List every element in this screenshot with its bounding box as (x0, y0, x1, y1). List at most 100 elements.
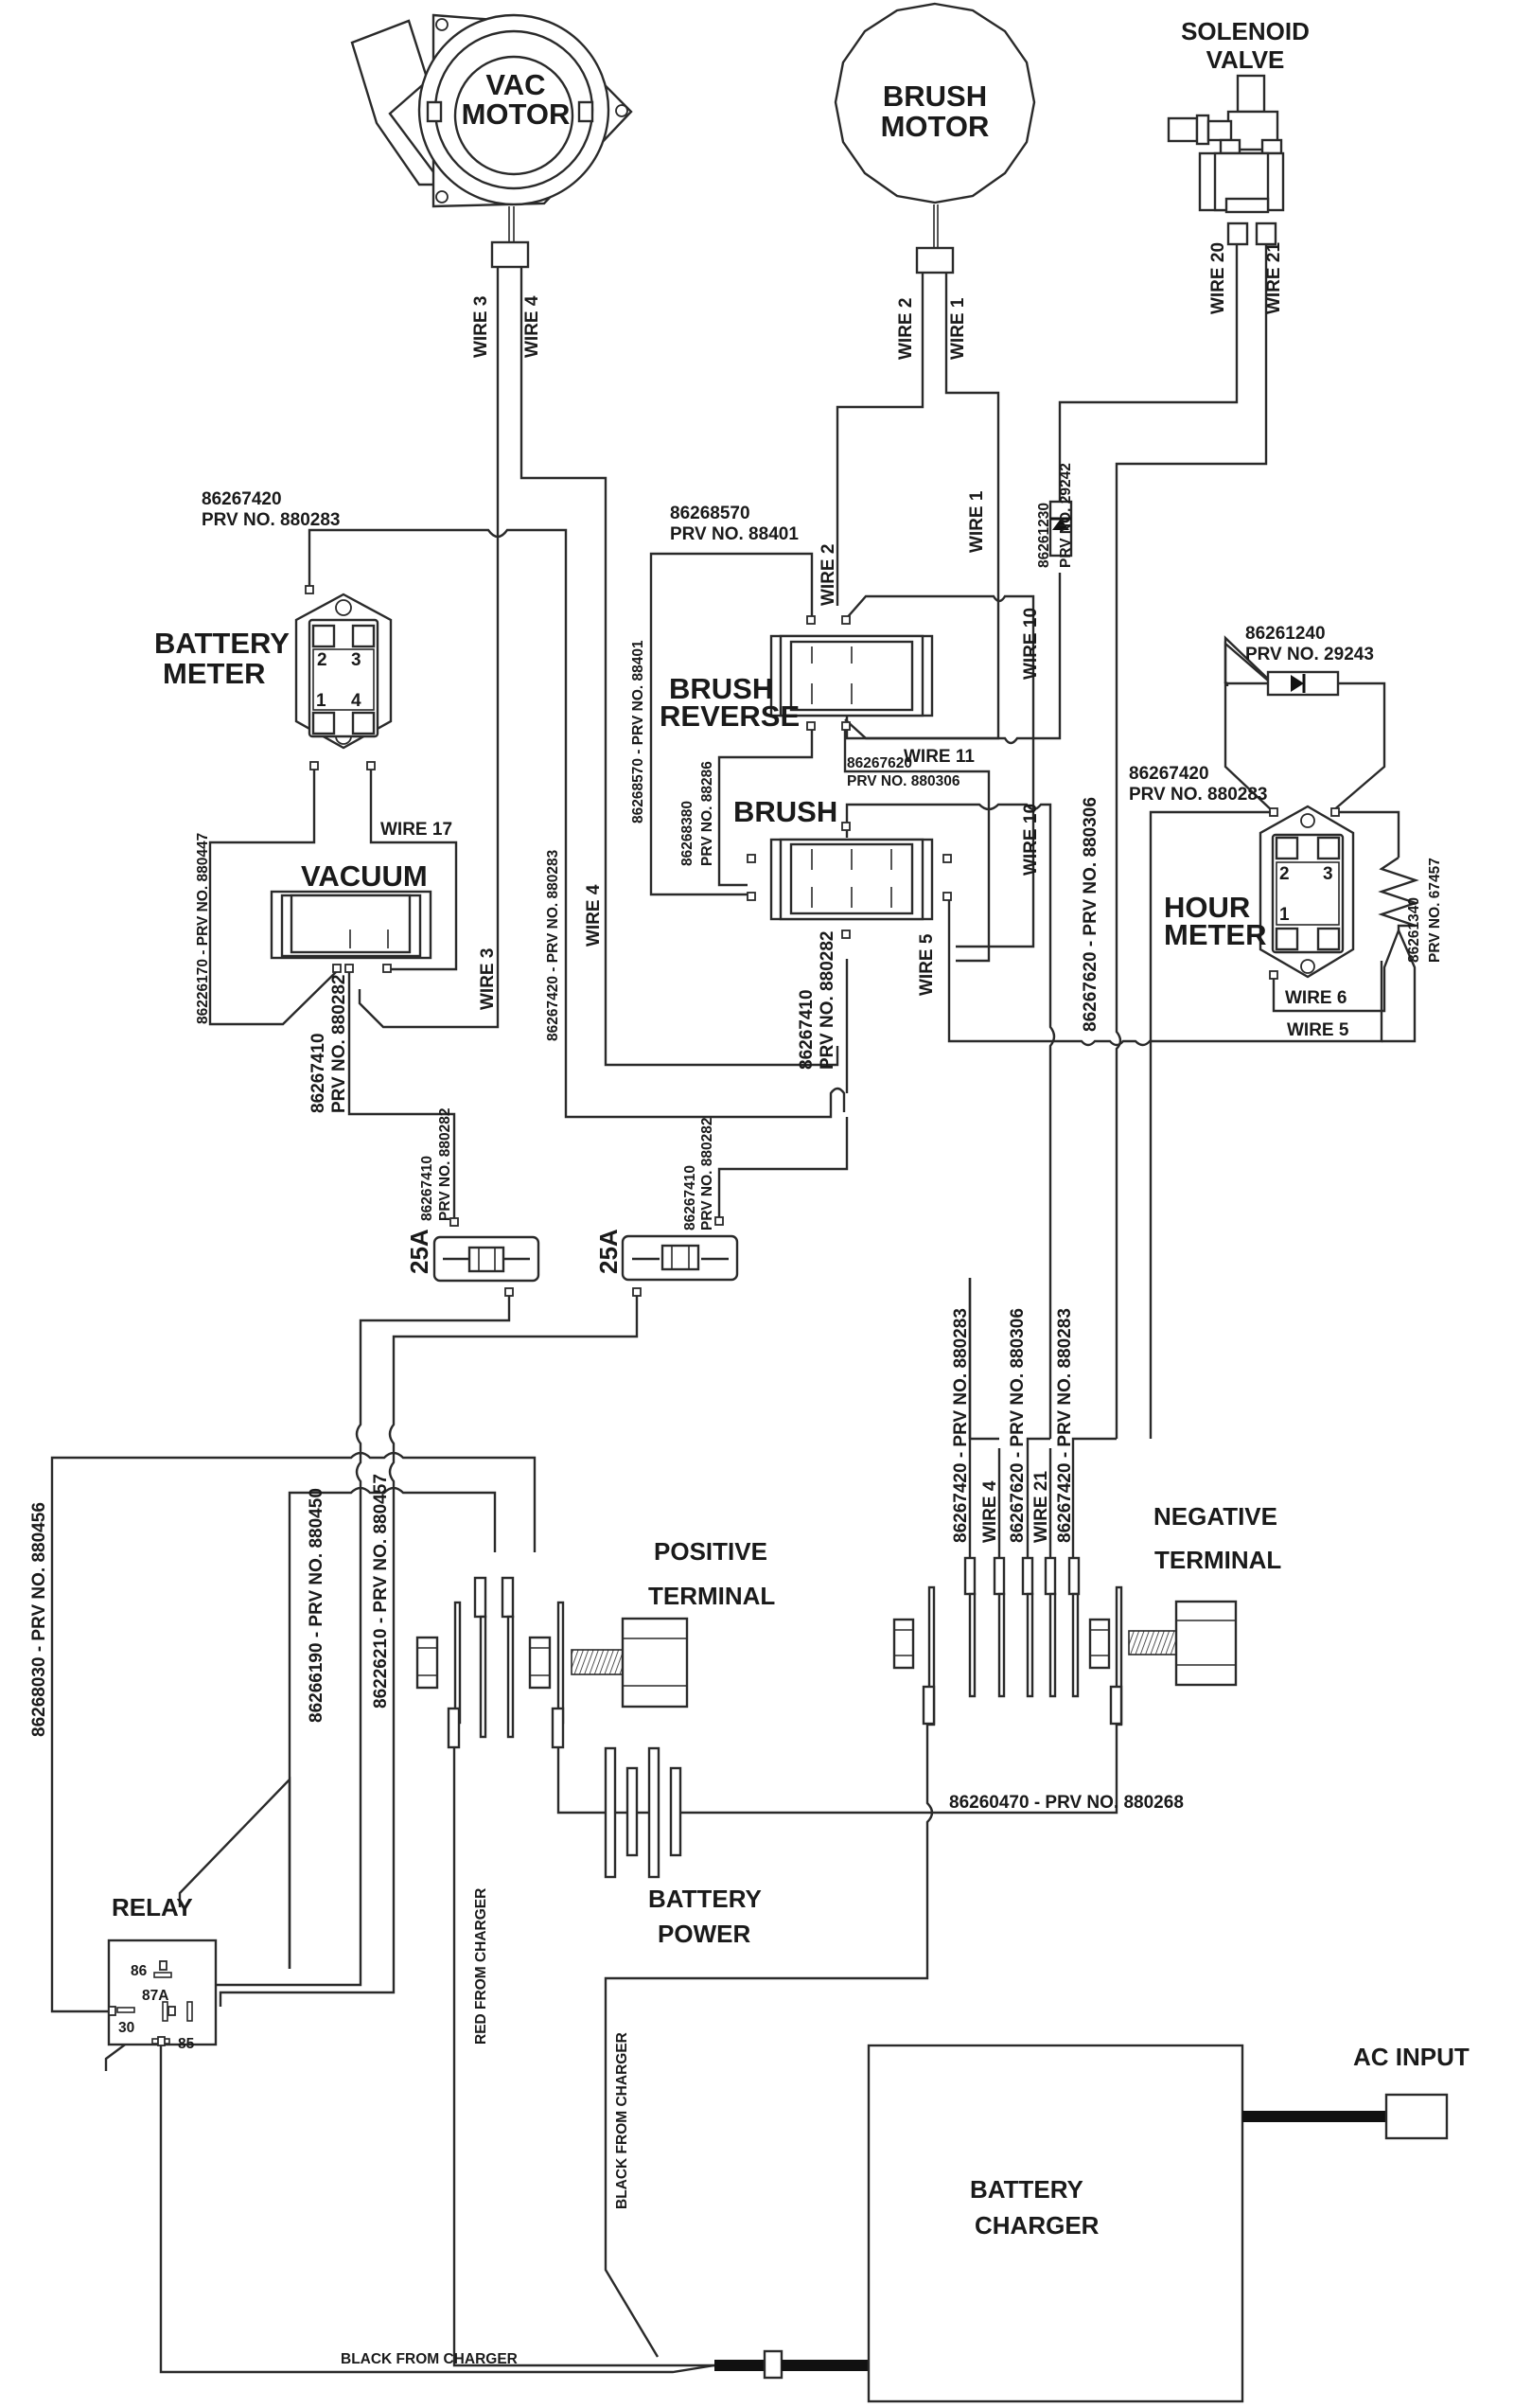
fuse1-prv: PRV NO. 880282 (437, 1108, 453, 1221)
black-from-charger-h-label: BLACK FROM CHARGER (341, 2351, 518, 2367)
battery-link-label: 86260470 - PRV NO. 880268 (949, 1793, 1184, 1813)
relay-87-wire-label: 86226210 - PRV NO. 880457 (371, 1474, 391, 1709)
fuse2-part: 86267410 (682, 1165, 698, 1231)
vacuum-switch: VACUUM (270, 859, 432, 973)
brush-reverse-switch: BRUSH REVERSE 86268570 PRV NO. 88401 (660, 504, 934, 733)
brush-switch: BRUSH (733, 795, 952, 939)
meter-pin-3: 3 (351, 650, 361, 670)
black-from-charger-v-label: BLACK FROM CHARGER (614, 2032, 630, 2209)
battery-meter-label-line2: METER (163, 657, 266, 690)
battery-charger: BATTERY CHARGER (867, 2044, 1244, 2403)
diode2-prv: PRV NO. 29243 (1245, 645, 1374, 664)
wire6-label: WIRE 6 (1285, 988, 1347, 1008)
wire3-label-mid: WIRE 3 (478, 948, 498, 1010)
meter-pin-1: 1 (316, 691, 326, 711)
relay-body-icon (107, 1939, 218, 2046)
hour-meter: 86261240 PRV NO. 29243 2 3 1 HOUR METER … (1129, 624, 1386, 980)
relay-pin-87a: 87A (142, 1988, 168, 2004)
negative-terminal-label-line1: NEGATIVE (1153, 1502, 1277, 1531)
hour-meter-label-line2: METER (1164, 918, 1267, 951)
wire10-label-top: WIRE 10 (1021, 608, 1041, 680)
relay-30-wire-label: 86268030 - PRV NO. 880456 (29, 1502, 49, 1737)
wire1-label-mid: WIRE 1 (967, 490, 987, 553)
battery-meter-label-line1: BATTERY (154, 627, 290, 660)
fuse-right: 25A (594, 1216, 739, 1297)
vacuum-switch-label: VACUUM (301, 859, 428, 893)
battery-charger-body (867, 2044, 1244, 2403)
wire3-label-top: WIRE 3 (471, 296, 491, 358)
vac-bottom-prv: PRV NO. 880282 (329, 975, 349, 1113)
neg-lead4-label: WIRE 21 (1031, 1471, 1051, 1543)
meter-pin-4: 4 (351, 691, 361, 711)
charger-plug-connector (763, 2349, 783, 2380)
brush-motor: BRUSH MOTOR (834, 2, 1036, 274)
brush-bottom-part: 86267410 (797, 989, 817, 1070)
vac-motor-label-line2: MOTOR (462, 97, 571, 131)
vac-motor-exhaust-icon (350, 19, 446, 186)
vac-side-label: 86226170 - PRV NO. 880447 (195, 833, 211, 1024)
vac-motor-label-line1: VAC (485, 68, 545, 101)
br-top-part: 86268570 (670, 504, 750, 523)
fuse2-prv: PRV NO. 880282 (699, 1118, 715, 1231)
hm-pin-2: 2 (1279, 864, 1290, 884)
relay-pin-86: 86 (131, 1963, 148, 1979)
relay-pin-30: 30 (118, 2020, 134, 2036)
battery-charger-label-line1: BATTERY (970, 2175, 1083, 2204)
br-side-label: 86268570 - PRV NO. 88401 (630, 640, 646, 823)
solenoid-label-line2: VALVE (1206, 45, 1285, 74)
wire5-label-h: WIRE 5 (1287, 1020, 1349, 1040)
neg-lead3-label: 86267620 - PRV NO. 880306 (1008, 1308, 1028, 1543)
brush-motor-connector (915, 246, 955, 274)
solenoid-label-line1: SOLENOID (1181, 17, 1310, 45)
ac-input-plug-icon (1384, 2093, 1449, 2140)
bm-top-part: 86267420 (202, 489, 282, 509)
wire11-label: WIRE 11 (904, 747, 975, 767)
main-vert-left-label: 86267420 - PRV NO. 880283 (545, 849, 561, 1041)
vac-bottom-part: 86267410 (308, 1033, 328, 1113)
wire-harness (308, 244, 1383, 1439)
br-mid-prv: PRV NO. 88286 (699, 761, 715, 866)
solenoid-valve: SOLENOID VALVE (1167, 17, 1310, 246)
diode1-part: 86261230 (1036, 503, 1052, 568)
hm-prv: PRV NO. 880283 (1129, 785, 1267, 805)
w11-part: 86267620 (847, 755, 912, 771)
relay-label: RELAY (112, 1893, 193, 1921)
brush-motor-label-line2: MOTOR (881, 110, 990, 143)
negative-terminal-label-line2: TERMINAL (1154, 1546, 1281, 1574)
resistor-part: 86261340 (1406, 897, 1422, 963)
fuse-right-rating: 25A (594, 1229, 623, 1274)
battery-power: BATTERY POWER (604, 1746, 762, 1948)
br-mid-part: 86268380 (679, 801, 695, 866)
wire-labels: WIRE 3 WIRE 4 WIRE 2 WIRE 1 WIRE 20 WIRE… (29, 242, 1443, 2367)
wire5-label-v: WIRE 5 (917, 933, 937, 996)
battery-charger-label-line2: CHARGER (975, 2211, 1100, 2240)
hm-part: 86267420 (1129, 764, 1209, 784)
relay: RELAY 86 87A 30 85 (107, 1893, 218, 2052)
mid-vert-620-label: 86267620 - PRV NO. 880306 (1081, 797, 1100, 1032)
wire17-label: WIRE 17 (380, 820, 452, 840)
wire1-label-top: WIRE 1 (948, 297, 968, 360)
wire2-label-mid: WIRE 2 (819, 544, 838, 606)
brush-motor-icon (834, 2, 1036, 204)
positive-terminal: POSITIVE TERMINAL (415, 1537, 775, 1749)
diode1-prv: PRV NO. 29242 (1058, 463, 1074, 568)
positive-terminal-label-line1: POSITIVE (654, 1537, 767, 1566)
neg-lead1-label: 86267420 - PRV NO. 880283 (951, 1308, 971, 1543)
red-from-charger-label: RED FROM CHARGER (473, 1888, 489, 2045)
meter-pin-2: 2 (317, 650, 327, 670)
wire21-label-top: WIRE 21 (1264, 242, 1284, 314)
hour-meter-label-line1: HOUR (1164, 891, 1250, 924)
vac-motor-connector (490, 240, 530, 269)
neg-lead5-label: 86267420 - PRV NO. 880283 (1055, 1308, 1075, 1543)
vac-motor: VAC MOTOR (350, 13, 633, 269)
br-top-prv: PRV NO. 88401 (670, 524, 799, 544)
wire10-label-bottom: WIRE 10 (1021, 804, 1041, 876)
positive-terminal-label-line2: TERMINAL (648, 1582, 775, 1610)
ac-input: AC INPUT (1353, 2043, 1470, 2140)
fuse1-part: 86267410 (419, 1156, 435, 1221)
battery-meter: BATTERY METER 2 3 1 4 86267420 PRV NO. 8… (154, 489, 393, 770)
diode-29242 (1048, 500, 1073, 558)
wire2-label-top: WIRE 2 (896, 298, 916, 360)
relay-86-wire-label: 86266190 - PRV NO. 880450 (307, 1488, 326, 1723)
